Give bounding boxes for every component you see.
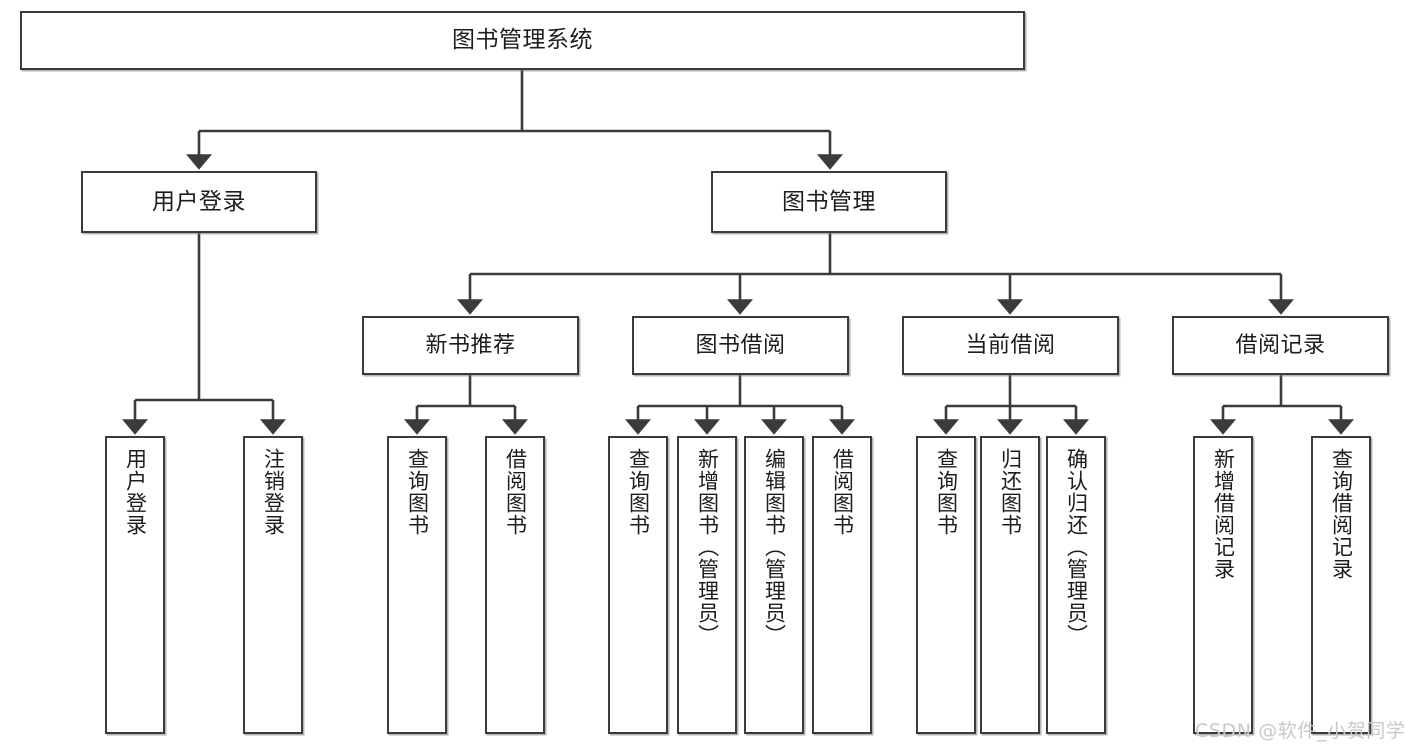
node-label: 确认归还（管理员） xyxy=(1064,448,1089,646)
node-label: 查询图书 xyxy=(626,448,651,536)
watermark: CSDN @软件_小贺同学 xyxy=(1195,720,1405,742)
node-leaf-confirm-return[interactable]: 确认归还（管理员） xyxy=(1046,436,1106,734)
node-borrow-record[interactable]: 借阅记录 xyxy=(1172,316,1389,375)
node-label: 借阅记录 xyxy=(1235,332,1326,358)
node-leaf-add-record[interactable]: 新增借阅记录 xyxy=(1193,436,1253,734)
node-label: 图书借阅 xyxy=(695,332,786,358)
node-label: 查询图书 xyxy=(405,448,430,536)
node-label: 借阅图书 xyxy=(503,448,528,536)
node-leaf-query-book-1[interactable]: 查询图书 xyxy=(387,436,447,734)
node-label: 注销登录 xyxy=(261,448,286,536)
node-label: 编辑图书（管理员） xyxy=(762,448,787,646)
node-leaf-return-book[interactable]: 归还图书 xyxy=(980,436,1040,734)
node-leaf-user-logout[interactable]: 注销登录 xyxy=(243,436,303,734)
node-leaf-user-login[interactable]: 用户登录 xyxy=(105,436,165,734)
node-label: 新书推荐 xyxy=(425,332,516,358)
node-leaf-edit-book[interactable]: 编辑图书（管理员） xyxy=(744,436,804,734)
node-label: 图书管理 xyxy=(782,188,876,215)
node-label: 新增图书（管理员） xyxy=(695,448,720,646)
node-leaf-query-book-2[interactable]: 查询图书 xyxy=(608,436,668,734)
node-user-login[interactable]: 用户登录 xyxy=(81,171,317,233)
node-label: 查询图书 xyxy=(934,448,959,536)
node-leaf-borrow-book-1[interactable]: 借阅图书 xyxy=(485,436,545,734)
node-current-borrow[interactable]: 当前借阅 xyxy=(902,316,1119,375)
node-book-borrow[interactable]: 图书借阅 xyxy=(632,316,849,375)
node-leaf-query-record[interactable]: 查询借阅记录 xyxy=(1311,436,1371,734)
node-label: 借阅图书 xyxy=(830,448,855,536)
node-leaf-query-book-3[interactable]: 查询图书 xyxy=(916,436,976,734)
node-label: 当前借阅 xyxy=(965,332,1056,358)
node-label: 归还图书 xyxy=(998,448,1023,536)
node-new-book-recommend[interactable]: 新书推荐 xyxy=(362,316,579,375)
node-leaf-borrow-book-2[interactable]: 借阅图书 xyxy=(812,436,872,734)
node-root-system[interactable]: 图书管理系统 xyxy=(20,11,1025,70)
node-label: 用户登录 xyxy=(123,448,148,536)
node-label: 新增借阅记录 xyxy=(1211,448,1236,580)
node-book-manage[interactable]: 图书管理 xyxy=(711,171,947,233)
node-leaf-add-book[interactable]: 新增图书（管理员） xyxy=(677,436,737,734)
node-label: 图书管理系统 xyxy=(452,27,593,54)
node-label: 用户登录 xyxy=(152,188,246,215)
node-label: 查询借阅记录 xyxy=(1329,448,1354,580)
